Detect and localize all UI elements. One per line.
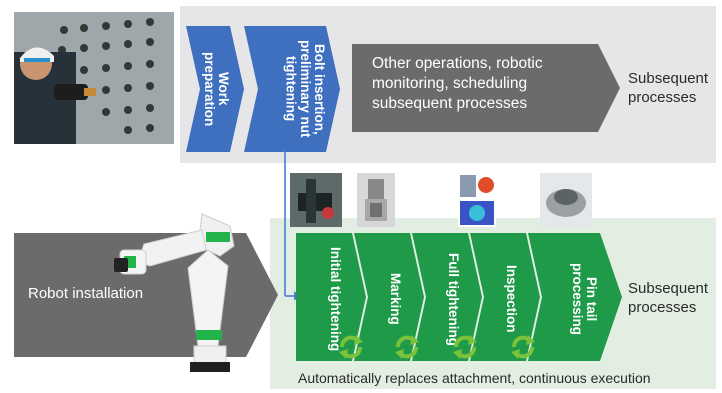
pin-tail-processing-label: Pin tail processing — [569, 262, 599, 336]
robot-arm — [114, 213, 235, 372]
work-preparation-arrow — [186, 26, 244, 152]
bolt-insertion-label: Bolt insertion, preliminary nut tighteni… — [283, 40, 327, 138]
tool-photo-3 — [540, 173, 592, 227]
cycle-arrow-icon — [453, 335, 477, 359]
top-subsequent-label: Subsequent processes — [628, 70, 709, 106]
worker-photo — [14, 12, 174, 144]
other-operations-label: Other operations, robotic monitoring, sc… — [372, 55, 543, 113]
marking-label: Marking — [388, 273, 403, 325]
work-preparation-label: Work preparation — [201, 51, 231, 127]
inspection-arrow — [470, 233, 540, 361]
bottom-subsequent-label: Subsequent processes — [628, 280, 709, 316]
initial-tightening-arrow — [296, 233, 366, 361]
pin-tail-processing-arrow — [528, 233, 622, 361]
full-tightening-label: Full tightening — [446, 252, 461, 346]
full-tightening-arrow — [412, 233, 482, 361]
robot-installation-label: Robot installation — [28, 285, 144, 302]
marking-arrow — [354, 233, 424, 361]
automation-caption: Automatically replaces attachment, conti… — [298, 370, 651, 386]
cycle-arrow-icon — [339, 335, 363, 359]
inspection-photo — [458, 173, 496, 227]
tool-photo-1 — [290, 173, 342, 227]
tool-photo-2 — [357, 173, 395, 227]
cycle-arrow-icon — [395, 335, 419, 359]
inspection-label: Inspection — [504, 265, 519, 333]
other-operations-arrow — [352, 44, 620, 132]
initial-tightening-label: Initial tightening — [328, 246, 343, 352]
cycle-arrow-icon — [511, 335, 535, 359]
bolt-insertion-arrow — [244, 26, 340, 152]
